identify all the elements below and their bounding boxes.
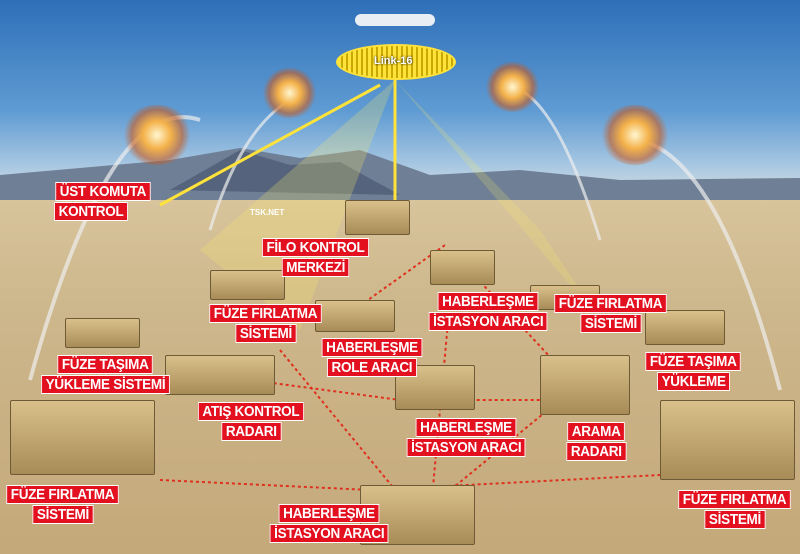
explosion-icon — [122, 105, 192, 165]
label-line: HABERLEŞME — [321, 338, 423, 357]
explosion-icon — [262, 68, 317, 118]
label-line: SİSTEMİ — [579, 314, 642, 333]
label-line: SİSTEMİ — [234, 324, 297, 343]
awacs-aircraft-icon — [355, 14, 435, 26]
label-line: FÜZE FIRLATMA — [554, 294, 667, 313]
label-line: HABERLEŞME — [437, 292, 539, 311]
label-line: ATIŞ KONTROL — [197, 402, 304, 421]
label-line: ROLE ARACI — [327, 358, 417, 377]
launcher-truck — [210, 270, 285, 300]
label-line: SİSTEMİ — [31, 505, 94, 524]
label-line: İSTASYON ARACI — [428, 312, 548, 331]
label-line: ARAMA — [567, 422, 626, 441]
label-line: ÜST KOMUTA — [55, 182, 151, 201]
label-line: FÜZE TAŞIMA — [645, 352, 742, 371]
label-line: RADARI — [566, 442, 627, 461]
label-line: YÜKLEME SİSTEMİ — [41, 375, 170, 394]
launcher-truck — [10, 400, 155, 475]
launcher-truck — [660, 400, 795, 480]
link-16-label: Link-16 — [374, 55, 413, 67]
label-line: RADARI — [220, 422, 281, 441]
label-line: FÜZE FIRLATMA — [678, 490, 791, 509]
command-truck — [345, 200, 410, 235]
tsk-net-label: TSK.NET — [250, 208, 285, 217]
label-line: SİSTEMİ — [703, 510, 766, 529]
label-line: HABERLEŞME — [278, 504, 380, 523]
label-line: KONTROL — [54, 202, 128, 221]
label-line: İSTASYON ARACI — [269, 524, 389, 543]
link-16-network: Link-16 — [336, 44, 456, 80]
label-line: İSTASYON ARACI — [406, 438, 526, 457]
label-line: FÜZE FIRLATMA — [6, 485, 119, 504]
transport-loader — [65, 318, 140, 348]
label-line: FÜZE TAŞIMA — [57, 355, 154, 374]
explosion-icon — [600, 105, 670, 165]
label-line: FÜZE FIRLATMA — [209, 304, 322, 323]
relay-truck — [315, 300, 395, 332]
explosion-icon — [485, 62, 540, 112]
transport-loader — [645, 310, 725, 345]
search-radar — [540, 355, 630, 415]
label-line: FİLO KONTROL — [261, 238, 369, 257]
label-line: HABERLEŞME — [415, 418, 517, 437]
comm-station-truck — [430, 250, 495, 285]
fire-control-radar — [165, 355, 275, 395]
label-line: MERKEZİ — [281, 258, 350, 277]
label-line: YÜKLEME — [656, 372, 730, 391]
